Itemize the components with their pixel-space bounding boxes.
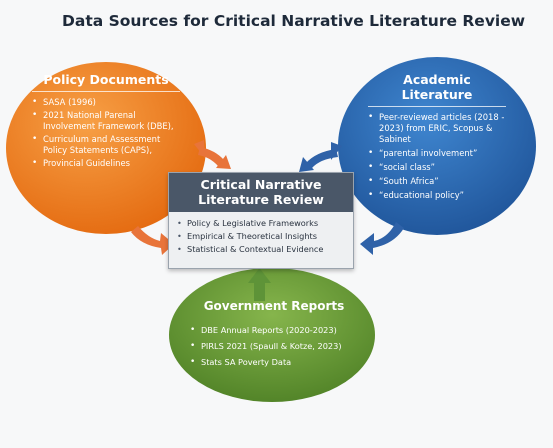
academic-literature-heading: Academic Literature bbox=[368, 72, 506, 107]
list-item: Provincial Guidelines bbox=[32, 158, 180, 169]
literature-review-list: Policy & Legislative Frameworks Empirica… bbox=[169, 212, 353, 256]
list-item: Empirical & Theoretical Insights bbox=[177, 230, 353, 243]
list-item: Stats SA Poverty Data bbox=[190, 357, 358, 368]
list-item: Policy & Legislative Frameworks bbox=[177, 217, 353, 230]
policy-double-arrow bbox=[194, 140, 231, 169]
government-to-center-arrow bbox=[248, 268, 271, 301]
list-item: PIRLS 2021 (Spaull & Kotze, 2023) bbox=[190, 341, 358, 352]
government-reports-heading: Government Reports bbox=[203, 299, 345, 313]
list-item: SASA (1996) bbox=[32, 97, 180, 108]
list-item: “social class” bbox=[368, 162, 506, 173]
list-item: Statistical & Contextual Evidence bbox=[177, 243, 353, 256]
academic-to-center-arrow bbox=[360, 222, 404, 255]
government-reports-list: DBE Annual Reports (2020-2023) PIRLS 202… bbox=[190, 325, 358, 368]
page-title: Data Sources for Critical Narrative Lite… bbox=[62, 12, 526, 30]
policy-documents-panel: Policy Documents SASA (1996) 2021 Nation… bbox=[32, 72, 180, 171]
list-item: 2021 National Parenal Involvement Framew… bbox=[32, 110, 180, 132]
government-reports-panel: Government Reports DBE Annual Reports (2… bbox=[190, 299, 358, 373]
list-item: Peer-reviewed articles (2018 - 2023) fro… bbox=[368, 112, 506, 145]
list-item: Curriculum and Assessment Policy Stateme… bbox=[32, 134, 180, 156]
list-item: DBE Annual Reports (2020-2023) bbox=[190, 325, 358, 336]
list-item: “parental involvement” bbox=[368, 148, 506, 159]
list-item: “educational policy” bbox=[368, 190, 506, 201]
list-item: “South Africa” bbox=[368, 176, 506, 187]
policy-documents-list: SASA (1996) 2021 National Parenal Involv… bbox=[32, 97, 180, 169]
academic-literature-panel: Academic Literature Peer-reviewed articl… bbox=[368, 72, 506, 204]
literature-review-box: Critical Narrative Literature Review Pol… bbox=[168, 172, 354, 269]
policy-to-center-arrow bbox=[131, 226, 174, 255]
academic-double-arrow bbox=[299, 142, 342, 172]
academic-literature-list: Peer-reviewed articles (2018 - 2023) fro… bbox=[368, 112, 506, 201]
literature-review-heading: Critical Narrative Literature Review bbox=[169, 173, 353, 212]
policy-documents-heading: Policy Documents bbox=[32, 72, 180, 92]
